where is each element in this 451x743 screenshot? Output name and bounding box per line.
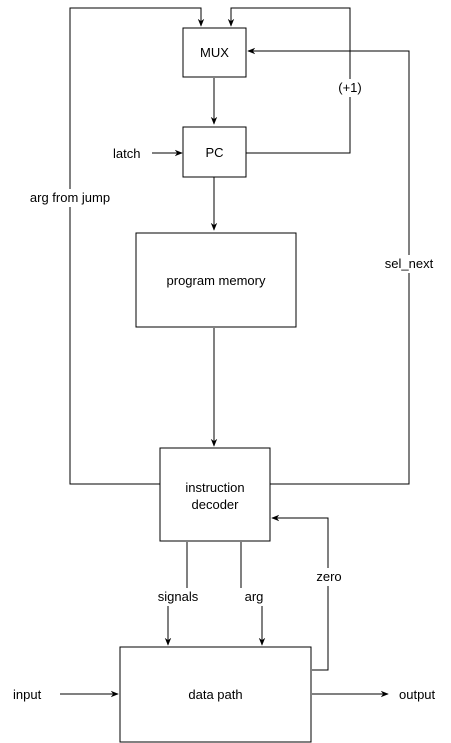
wire-arg-from-jump — [69, 7, 205, 485]
arg-label: arg — [245, 589, 264, 604]
pc-block: PC — [182, 126, 247, 178]
latch-label: latch — [113, 146, 140, 161]
data-path-label: data path — [188, 687, 242, 702]
instruction-decoder-label-line2: decoder — [192, 497, 240, 512]
input-label: input — [13, 687, 42, 702]
arg-from-jump-label: arg from jump — [30, 190, 110, 205]
mux-block: MUX — [182, 27, 247, 78]
pc-label: PC — [205, 145, 223, 160]
signals-label: signals — [158, 589, 199, 604]
wires — [60, 7, 410, 698]
program-memory-block: program memory — [135, 232, 297, 328]
wire-labels: (+1) latch arg from jump sel_next zero s… — [13, 79, 438, 702]
plus-one-label: (+1) — [338, 80, 361, 95]
wire-zero — [271, 514, 329, 671]
program-memory-label: program memory — [167, 273, 266, 288]
zero-label: zero — [316, 569, 341, 584]
instruction-decoder-label-line1: instruction — [185, 480, 244, 495]
wire-pc-increment-to-mux — [227, 7, 351, 154]
output-label: output — [399, 687, 436, 702]
mux-label: MUX — [200, 45, 229, 60]
instruction-decoder-block: instruction decoder — [159, 447, 271, 542]
data-path-block: data path — [119, 646, 312, 743]
sel-next-label: sel_next — [385, 256, 434, 271]
